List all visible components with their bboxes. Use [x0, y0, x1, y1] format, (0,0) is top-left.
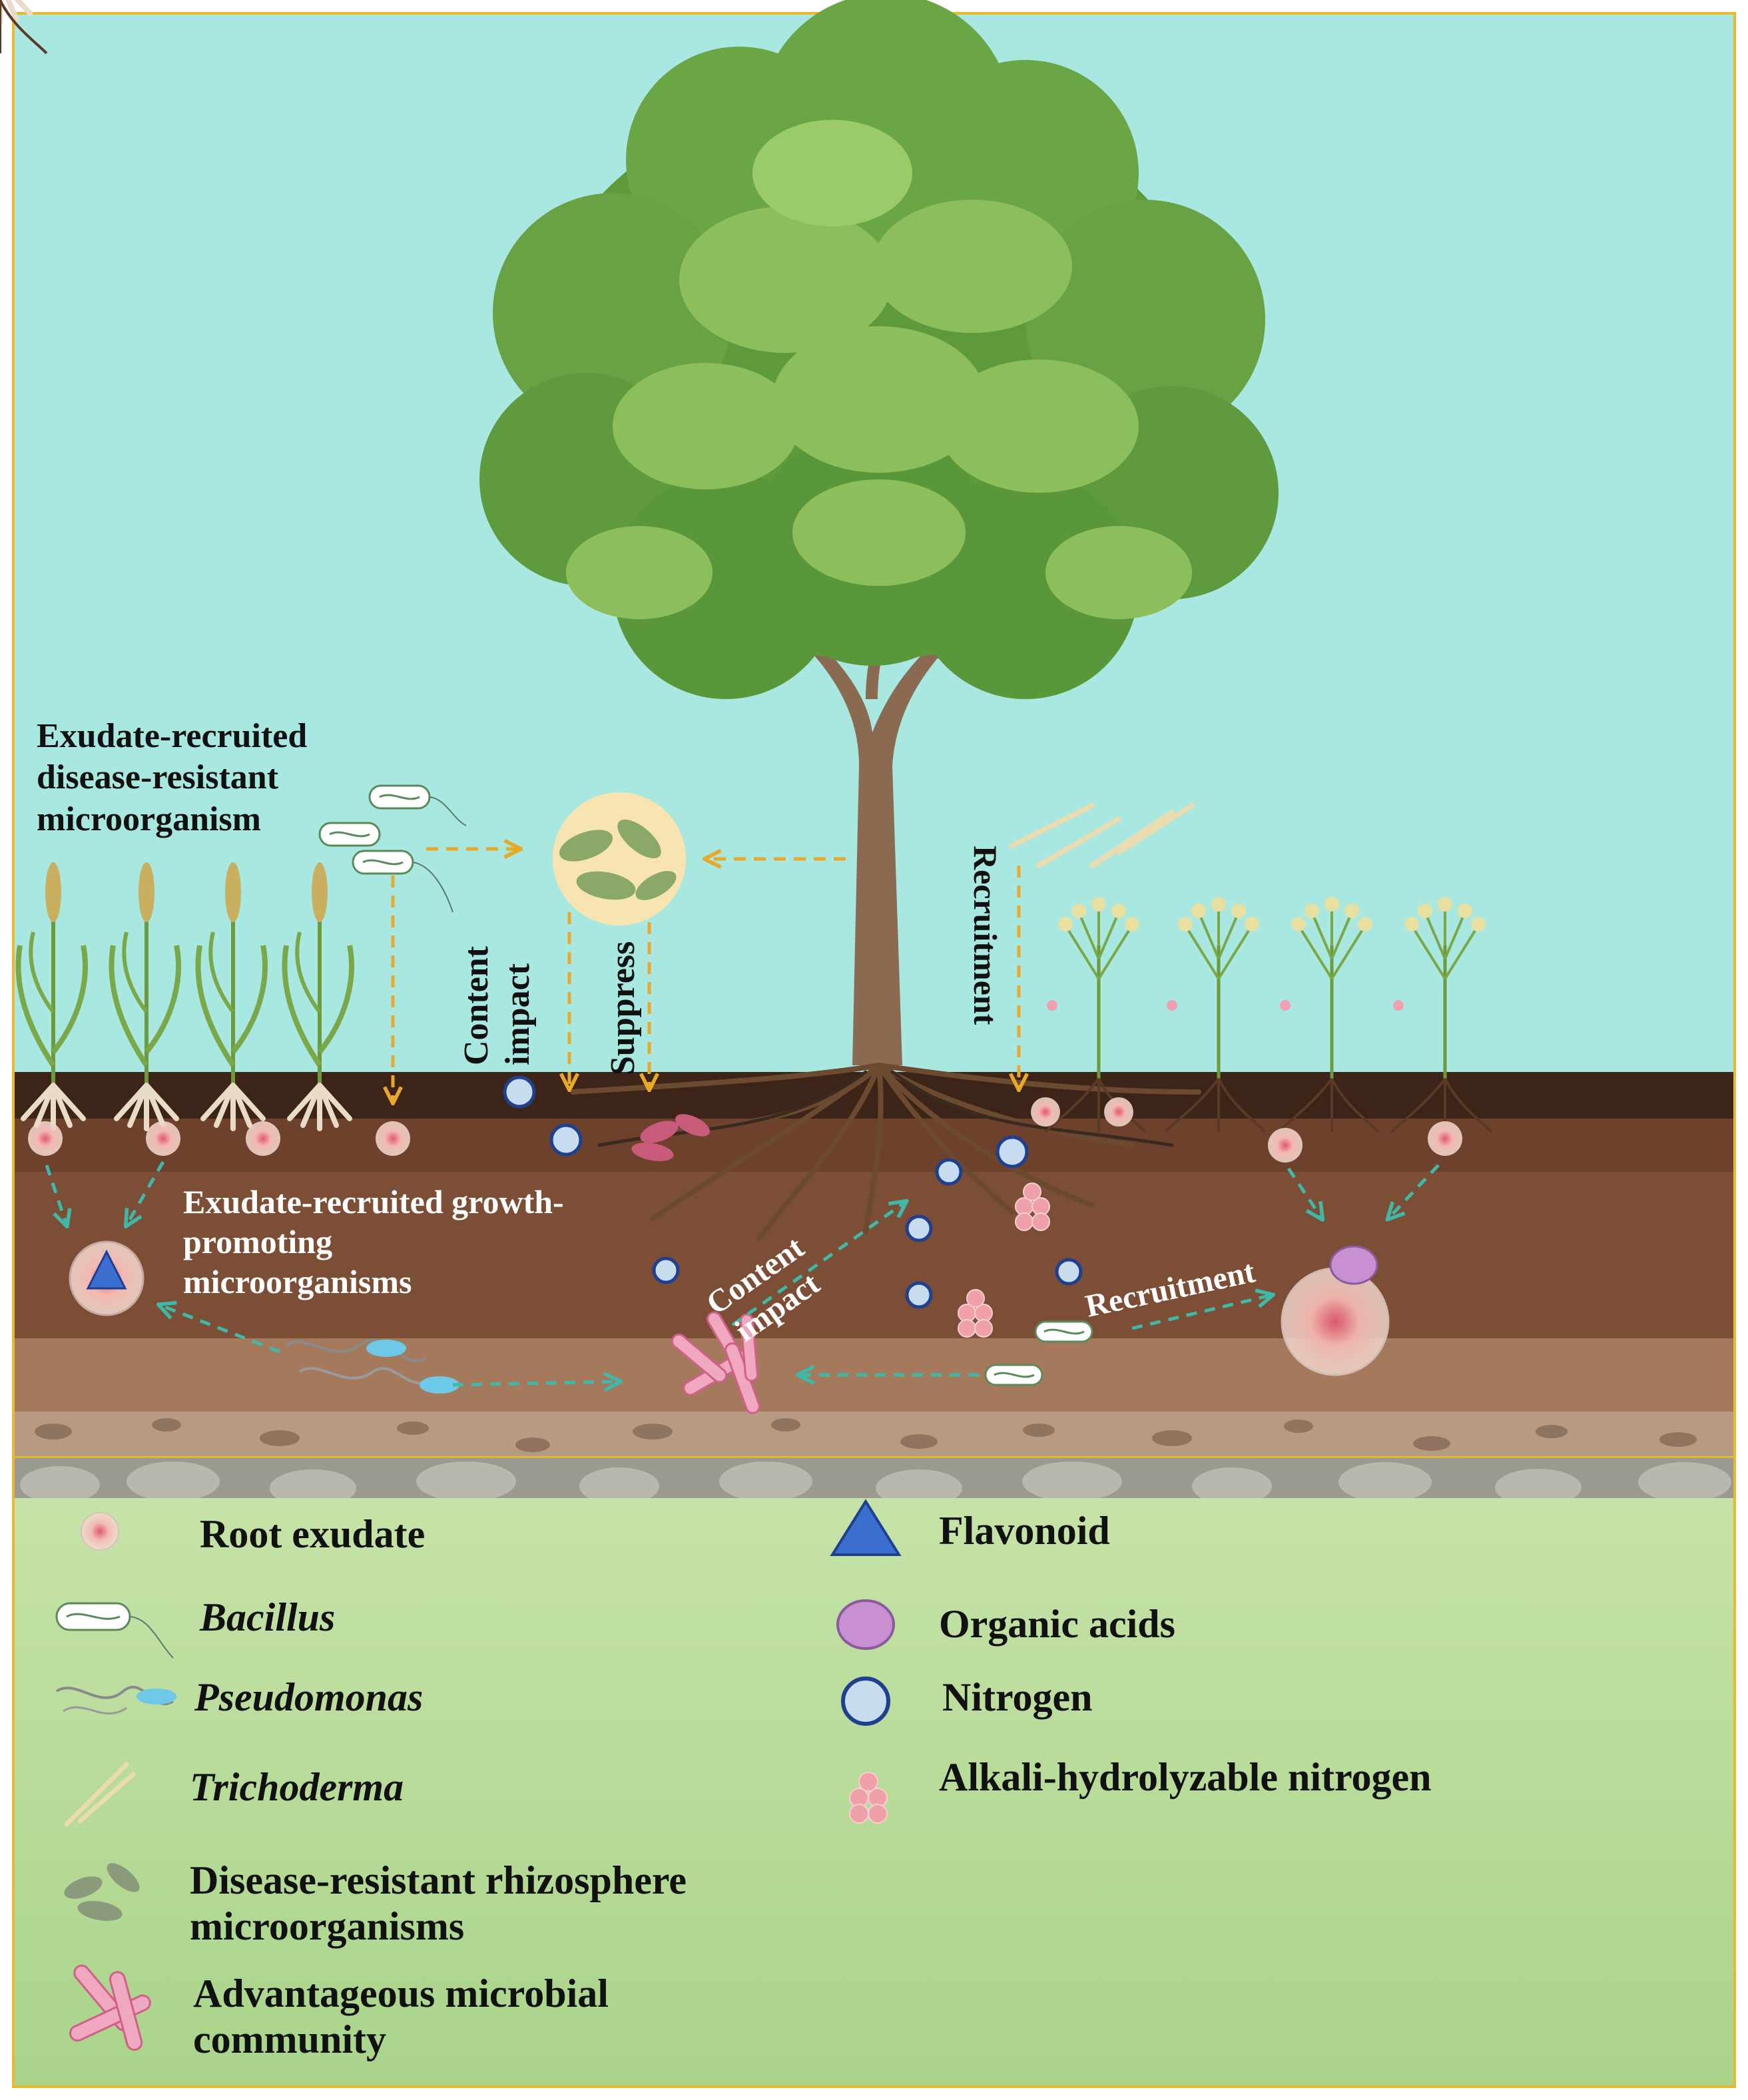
exudate-with-organic-acid: [1281, 1245, 1390, 1376]
legend-icons: [55, 1499, 902, 2051]
disease-resistant-microbe-icon: [64, 1863, 140, 1921]
orange-arrows: [393, 849, 1019, 1102]
teal-arrows: [45, 1161, 1440, 1385]
legend-label-organic-acids: Organic acids: [939, 1602, 1175, 1646]
soil-middle-layer: [13, 1172, 1735, 1338]
advantageous-microbial-community: [671, 1311, 760, 1414]
legend-label-trichoderma: Trichoderma: [190, 1765, 404, 1809]
legend-label-pseudomonas: Pseudomonas: [194, 1675, 424, 1719]
trichoderma-icon: [64, 1762, 136, 1827]
legend-label-flavonoid: Flavonoid: [939, 1509, 1110, 1553]
label-suppress: Suppress: [604, 941, 642, 1075]
root-exudate-spheres: [28, 1097, 1462, 1163]
exudate-with-flavonoid: [69, 1240, 145, 1316]
microbial-community-icon: [69, 1964, 151, 2051]
disease-resistant-microbe-cluster: [553, 792, 686, 925]
bacillus-icon: [55, 1602, 174, 1659]
nitrogen-circle-icon: [841, 1677, 890, 1726]
pathogen-microbes: [631, 1114, 710, 1161]
flavonoid-triangle-icon: [830, 1499, 902, 1556]
stone-band-rocks: [20, 1461, 1731, 1507]
legend-label-disease-resistant: Disease-resistant rhizosphere microorgan…: [190, 1858, 687, 1948]
alkali-nitrogen-cluster-icon: [849, 1772, 888, 1824]
bacillus-soil: [984, 1320, 1093, 1386]
label-exudate-recruited-resistant: Exudate-recruited disease-resistant micr…: [37, 717, 308, 838]
legend-label-nitrogen: Nitrogen: [942, 1675, 1093, 1719]
label-recruitment-top-text: Recruitment: [967, 846, 1004, 1025]
legend-label-microbial-community: Advantageous microbial community: [193, 1971, 609, 2061]
pseudomonas-group: [285, 1338, 459, 1394]
tree-trunk: [799, 633, 954, 1065]
tree: [479, 0, 1279, 1241]
trichoderma-strands: [1010, 803, 1195, 868]
flower-plants: [0, 0, 1492, 1132]
label-exudate-recruited-growth: Exudate-recruited growth- promoting micr…: [183, 1183, 564, 1300]
legend-label-root-exudate: Root exudate: [200, 1512, 426, 1556]
legend-label-bacillus: Bacillus: [200, 1595, 336, 1639]
root-exudate-icon: [81, 1512, 119, 1551]
pseudomonas-icon: [55, 1685, 176, 1715]
organic-acid-circle-icon: [836, 1599, 895, 1650]
nitrogen-circles: [503, 1075, 1083, 1309]
legend-label-alkali-nitrogen: Alkali-hydrolyzable nitrogen: [939, 1755, 1432, 1799]
tree-canopy: [479, 0, 1279, 699]
alkali-nitrogen-clusters: [958, 1182, 1050, 1338]
label-content-impact-top: Content impact: [457, 945, 537, 1065]
bacillus-group: [318, 784, 467, 913]
